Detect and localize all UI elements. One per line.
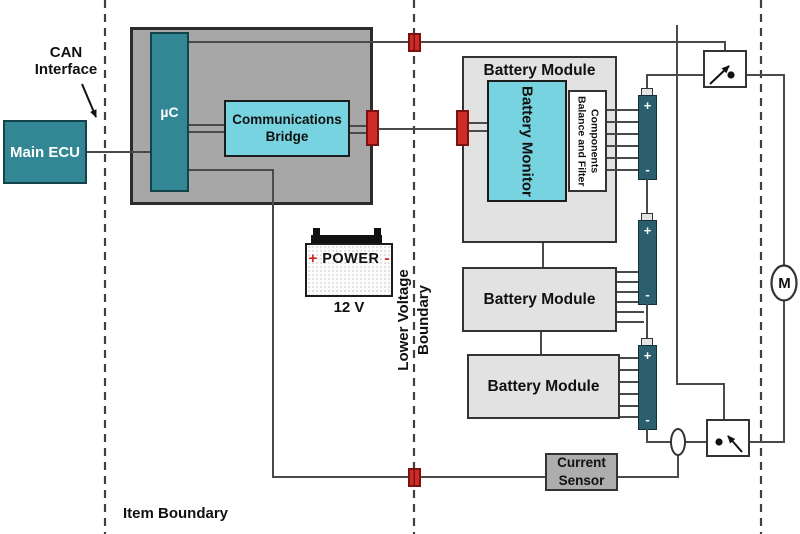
wire-uc-to-top-contactor	[189, 41, 726, 51]
power-label-row: + POWER -	[307, 250, 391, 267]
wire-module3-to-cell3	[620, 357, 638, 418]
current-loop-icon	[670, 428, 686, 456]
battery-cell-3: + -	[638, 345, 657, 430]
power-label: POWER	[322, 250, 380, 267]
comm-bridge-label: Communications Bridge	[232, 111, 342, 144]
motor-label: M	[778, 275, 791, 292]
cell3-minus: -	[645, 412, 650, 427]
power-terminal-left	[313, 228, 320, 236]
microcontroller-box: µC	[150, 32, 189, 192]
wire-uc-to-bridge	[189, 124, 224, 133]
power-minus-sign: -	[384, 250, 390, 267]
can-interface-arrow-icon	[81, 83, 97, 118]
power-terminal-right	[374, 228, 381, 236]
wire-motor-to-bottom-contactor	[749, 300, 785, 443]
balance-filter-box: Balance and Filter Components	[568, 90, 607, 192]
isolation-connector-bridge-icon	[366, 110, 379, 146]
isolation-connector-bottom-icon	[408, 468, 421, 487]
lower-voltage-boundary-label: Lower Voltage Boundary	[395, 269, 432, 371]
main-ecu-box: Main ECU	[3, 120, 87, 184]
isolation-connector-module-icon	[456, 110, 469, 146]
wire-bridge-to-connector	[350, 125, 367, 134]
battery-cell-1: + -	[638, 95, 657, 180]
battery-module-1-title: Battery Module	[483, 62, 596, 79]
main-ecu-label: Main ECU	[9, 143, 80, 161]
power-top-bar	[311, 235, 382, 245]
wire-contactor-to-motor	[746, 74, 785, 266]
power-plus-sign: +	[308, 250, 318, 267]
current-sensor-box: Current Sensor	[545, 453, 618, 491]
battery-module-3: Battery Module	[467, 354, 620, 419]
cell1-minus: -	[645, 162, 650, 177]
microcontroller-label: µC	[160, 104, 179, 120]
power-voltage-label: 12 V	[333, 299, 365, 316]
cell1-plus: +	[643, 98, 652, 113]
wire-hv-return	[676, 25, 725, 420]
wire-cell1-to-top-contactor	[646, 74, 704, 88]
battery-monitor-label: Battery Monitor	[518, 85, 536, 197]
current-sensor-label: Current Sensor	[557, 455, 606, 488]
wire-balance-to-cell1	[607, 109, 638, 171]
battery-module-2: Battery Module	[462, 267, 617, 332]
power-supply-icon: + POWER -	[305, 243, 393, 297]
cell3-plus: +	[643, 348, 652, 363]
can-interface-label: CAN Interface	[34, 44, 98, 79]
wire-cell3-to-bottom-contactor	[646, 429, 707, 443]
wire-uc-to-current-sensor	[189, 169, 545, 478]
contactor-top-icon	[703, 50, 747, 88]
balance-filter-label: Balance and Filter Components	[575, 95, 601, 187]
motor-circle	[770, 264, 798, 302]
contactor-bottom-icon	[706, 419, 750, 457]
boundary-lines	[103, 0, 763, 534]
comm-bridge-box: Communications Bridge	[224, 100, 350, 157]
wire-module2-to-cell2	[617, 271, 644, 323]
battery-monitor-box: Battery Monitor	[487, 80, 567, 202]
battery-module-2-title: Battery Module	[483, 290, 596, 308]
isolation-connector-top-icon	[408, 33, 421, 52]
cell2-plus: +	[643, 223, 652, 238]
battery-cell-2: + -	[638, 220, 657, 305]
wire-connector-to-monitor	[469, 122, 487, 132]
item-boundary-label: Item Boundary	[123, 505, 229, 522]
wires	[87, 25, 785, 478]
battery-module-3-title: Battery Module	[487, 377, 600, 395]
wire-sensor-to-loop	[618, 455, 679, 478]
cell2-minus: -	[645, 287, 650, 302]
